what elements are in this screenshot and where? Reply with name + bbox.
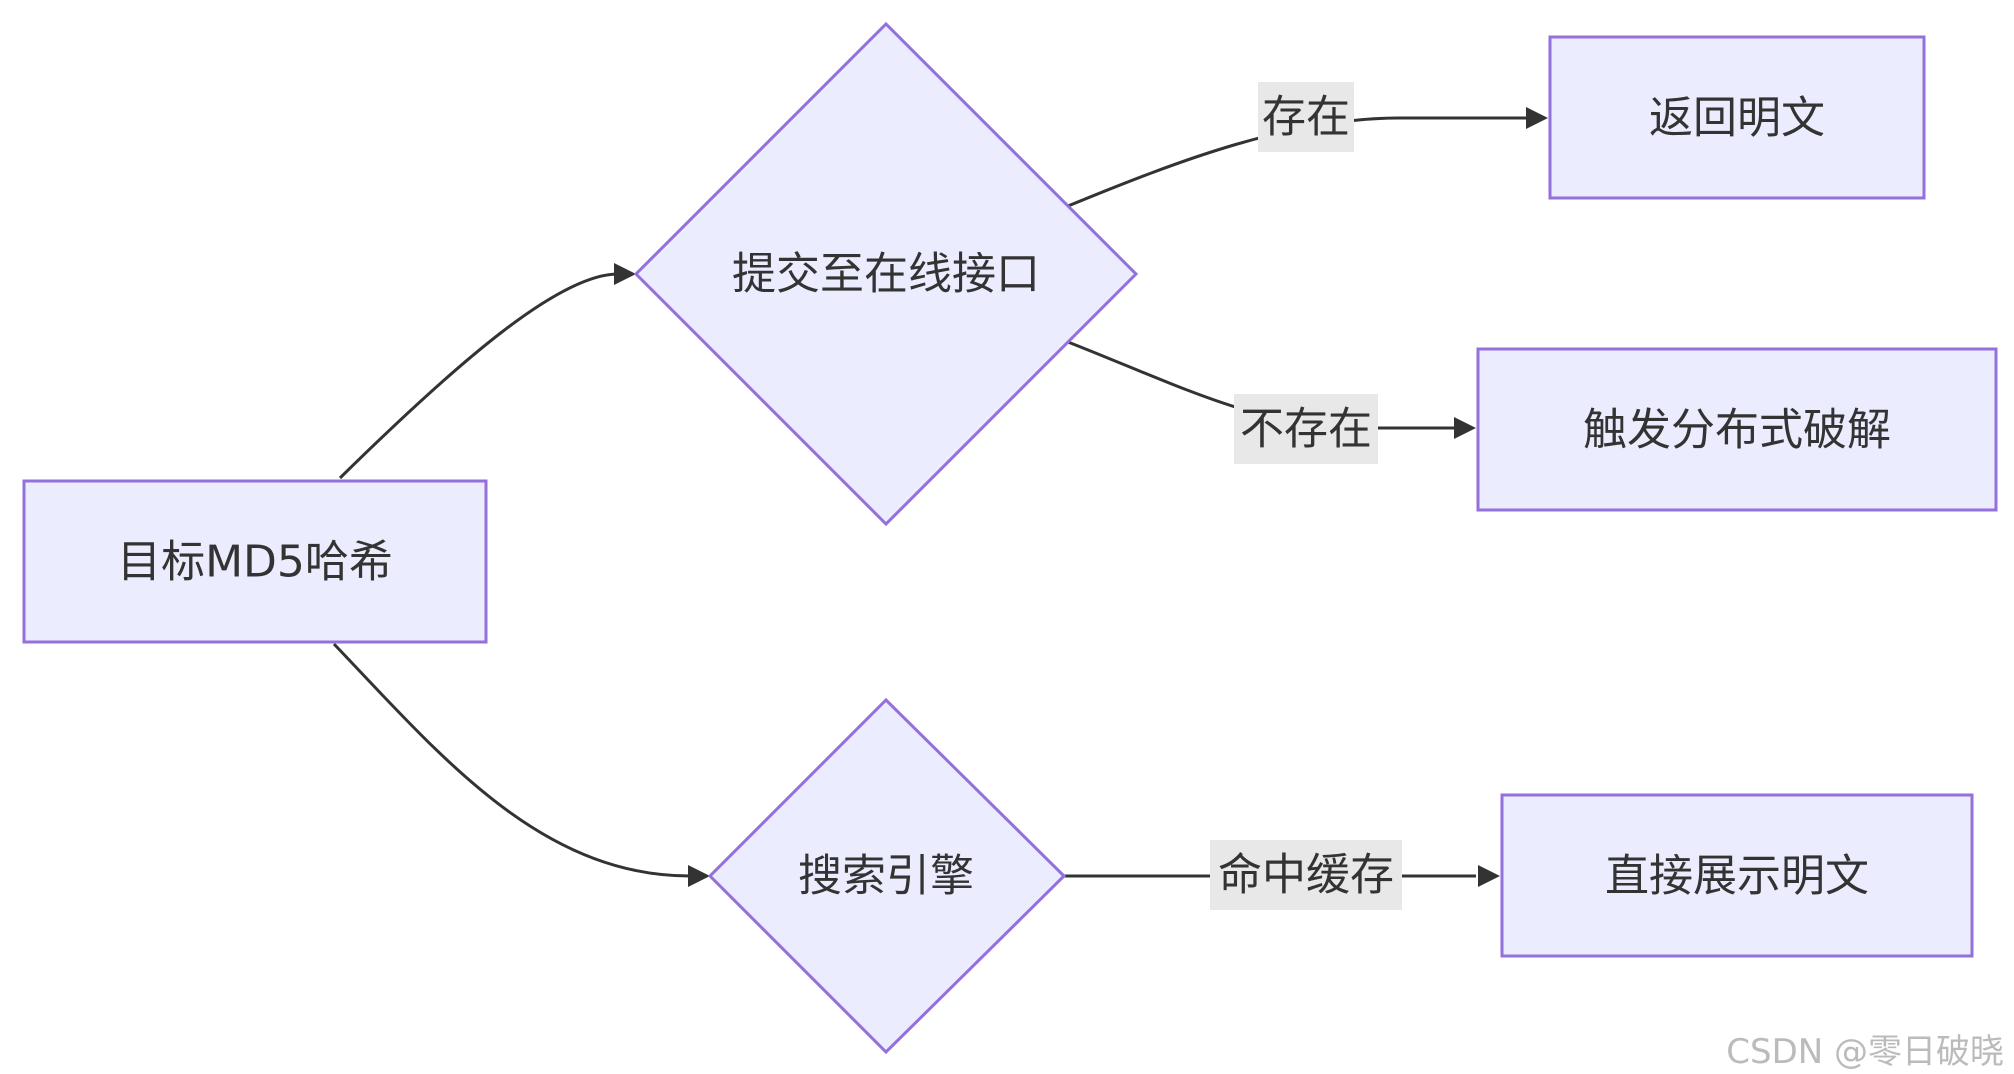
decision-diamond [633,21,1139,527]
node-label: 返回明文 [1649,93,1825,144]
node-show-plaintext: 直接展示明文 [1500,793,1974,958]
edge-label-not-exists: 不存在 [1234,394,1378,464]
node-box [1548,35,1926,200]
node-label: 直接展示明文 [1605,851,1869,902]
arrow-head [1526,107,1548,129]
edge-line [332,642,691,878]
edge-label-exists: 存在 [1258,82,1354,152]
node-target-hash: 目标MD5哈希 [22,479,488,644]
node-label: 搜索引擎 [798,851,974,902]
node-trigger-distributed: 触发分布式破解 [1476,347,1998,512]
edge-submit-exists [1067,107,1548,208]
watermark-text: CSDN @零日破晓 [1726,1032,2004,1072]
node-label: 触发分布式破解 [1583,405,1891,456]
node-box [22,479,488,644]
arrow-head [1454,417,1476,439]
node-box [1500,793,1974,958]
arrow-head [1478,865,1500,887]
edge-target-to-submit [338,263,636,480]
edge-line [1067,116,1528,208]
edge-target-to-search [332,642,710,887]
edge-line [338,272,619,480]
node-box [1476,347,1998,512]
arrow-head [614,263,636,285]
node-search-engine: 搜索引擎 [707,697,1067,1055]
node-submit-online: 提交至在线接口 [633,21,1139,527]
decision-diamond [707,697,1067,1055]
edge-label-text: 命中缓存 [1218,850,1394,901]
edge-label-text: 不存在 [1240,404,1372,455]
node-return-plaintext: 返回明文 [1548,35,1926,200]
arrow-head [688,865,710,887]
edge-label-cache-hit: 命中缓存 [1210,840,1402,910]
node-label: 提交至在线接口 [732,249,1040,300]
edge-label-text: 存在 [1262,92,1350,143]
node-label: 目标MD5哈希 [117,537,393,588]
